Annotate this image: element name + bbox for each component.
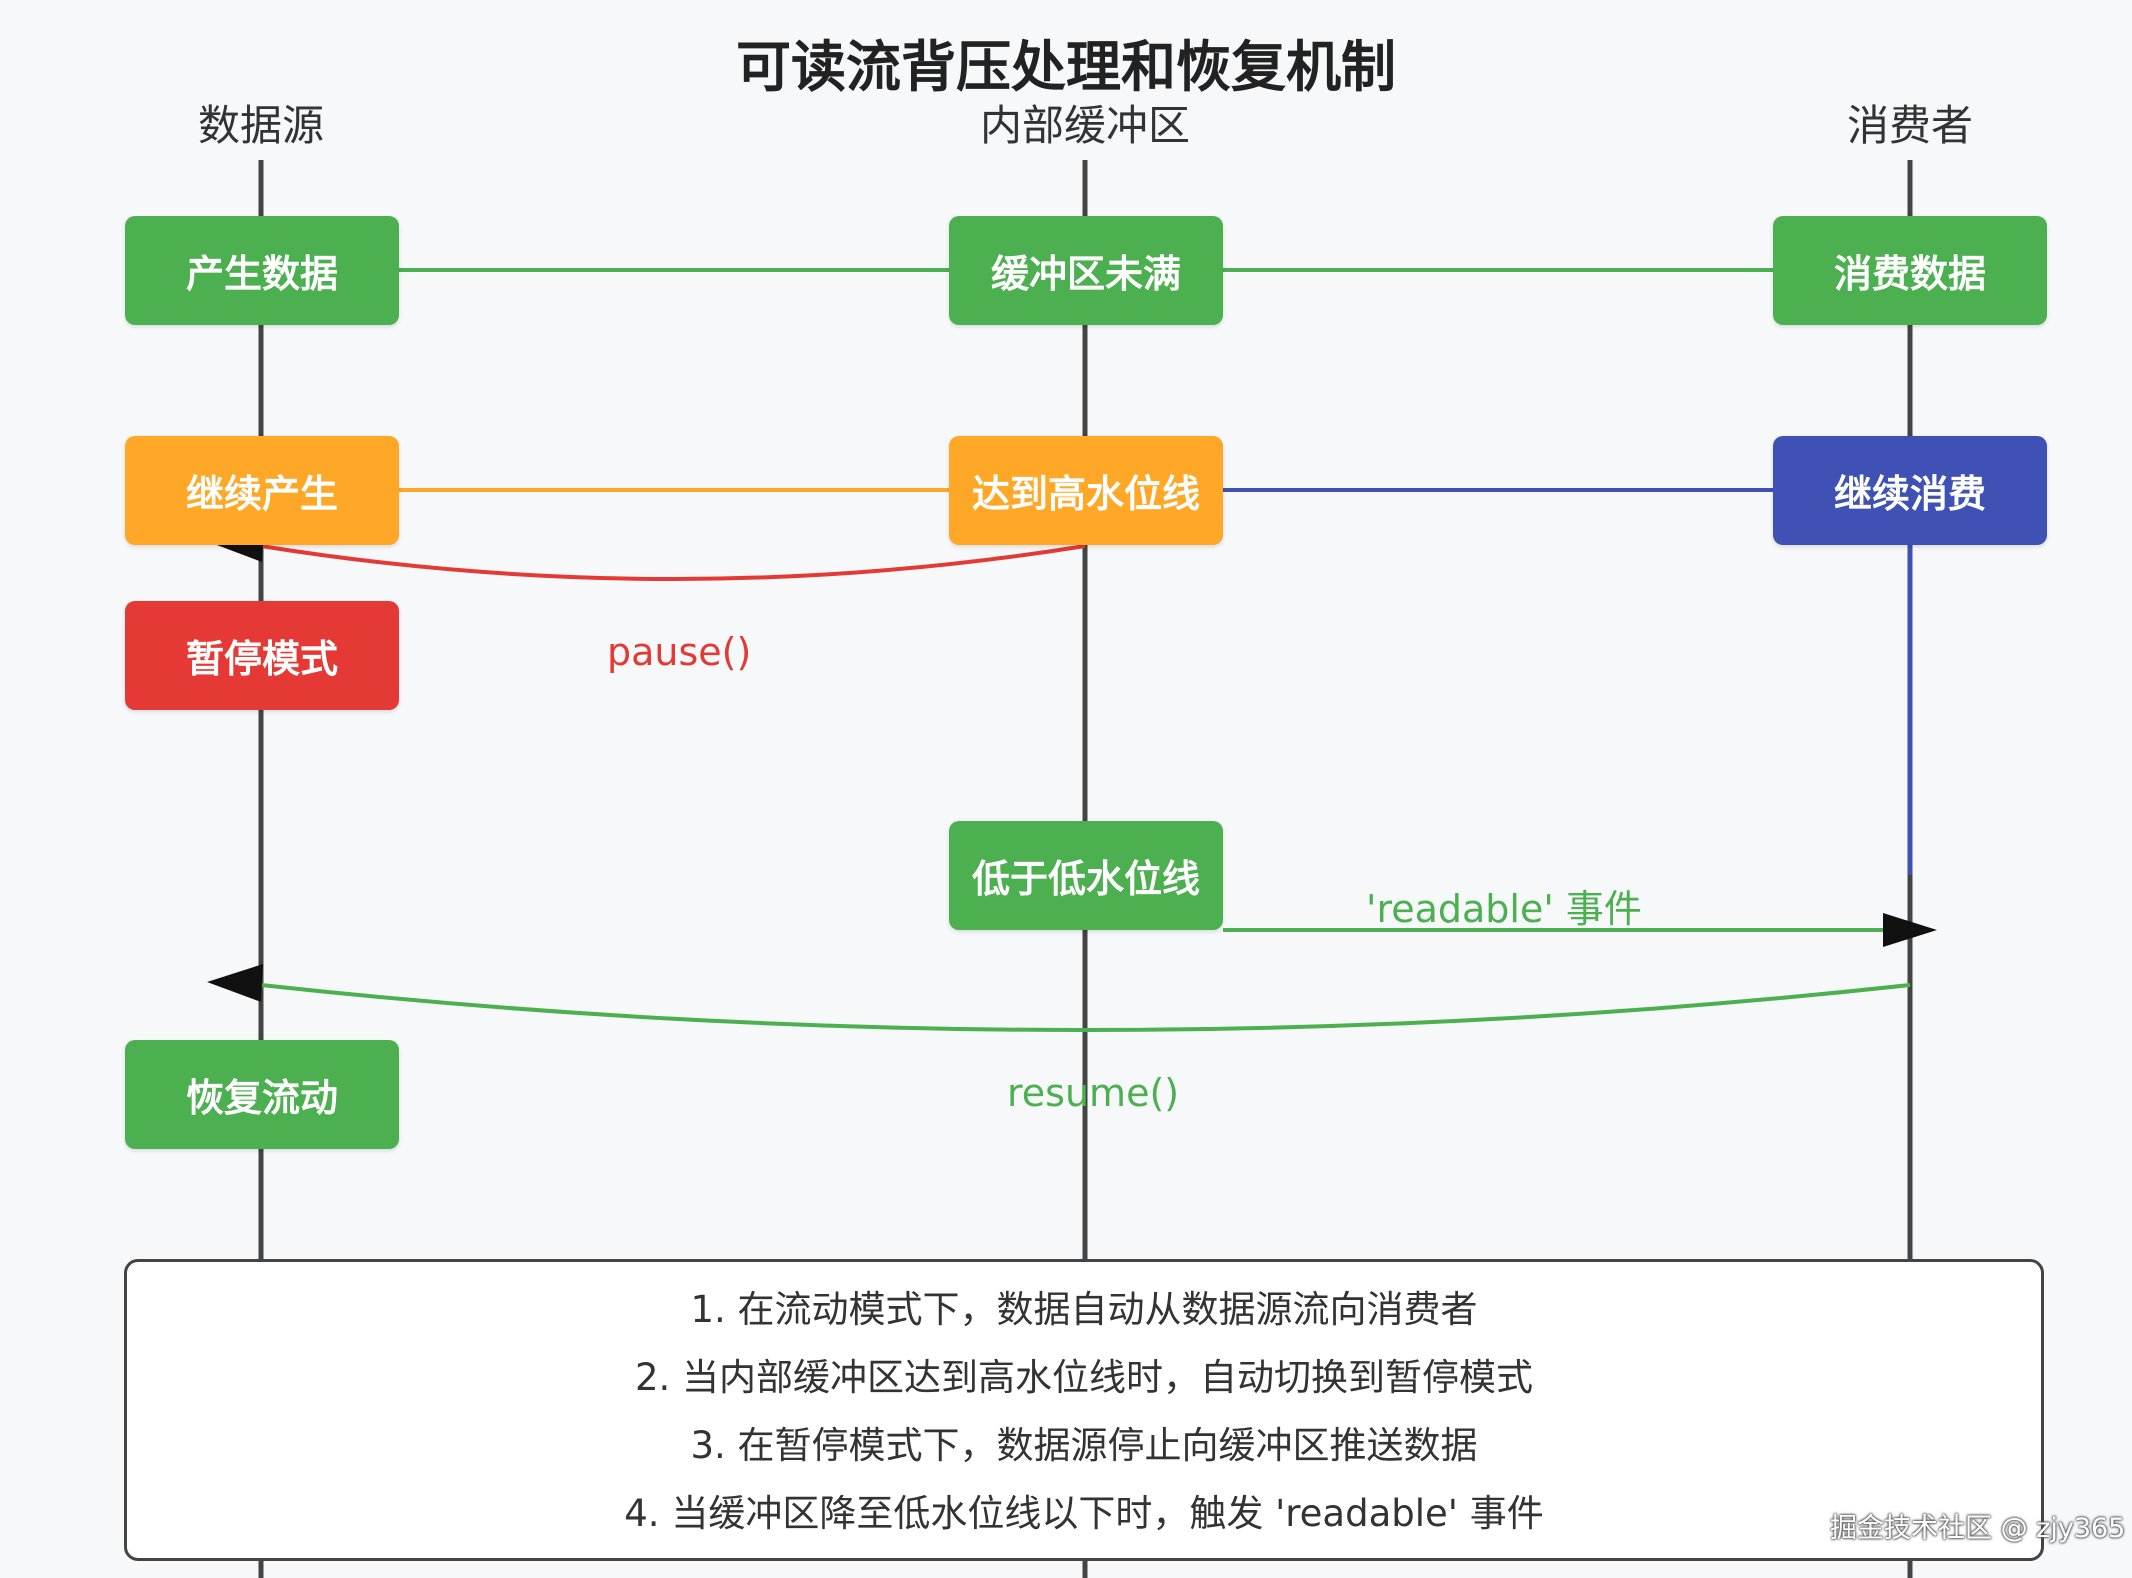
note-line-1: 1. 在流动模式下，数据自动从数据源流向消费者 <box>690 1288 1478 1331</box>
pause-arrow <box>260 544 1086 581</box>
resume-arrowhead <box>207 964 263 1002</box>
resume-arrow <box>260 983 1911 1032</box>
diagram-title: 可读流背压处理和恢复机制 <box>735 35 1396 99</box>
node-buffer-not-full: 缓冲区未满 <box>949 216 1223 325</box>
lane-header-consumer: 消费者 <box>1846 101 1973 150</box>
node-below-low-watermark: 低于低水位线 <box>949 821 1223 930</box>
node-pause-mode: 暂停模式 <box>125 601 399 710</box>
note-line-2: 2. 当内部缓冲区达到高水位线时，自动切换到暂停模式 <box>634 1356 1534 1399</box>
node-continue-produce: 继续产生 <box>125 436 399 545</box>
node-produce-data: 产生数据 <box>125 216 399 325</box>
node-resume-flow: 恢复流动 <box>125 1040 399 1149</box>
lane-header-buffer: 内部缓冲区 <box>979 101 1190 150</box>
node-reach-high-watermark: 达到高水位线 <box>949 436 1223 545</box>
note-line-3: 3. 在暂停模式下，数据源停止向缓冲区推送数据 <box>690 1424 1478 1467</box>
node-continue-consume: 继续消费 <box>1773 436 2047 545</box>
notes-box: 1. 在流动模式下，数据自动从数据源流向消费者 2. 当内部缓冲区达到高水位线时… <box>124 1259 2044 1561</box>
readable-event-label: 'readable' 事件 <box>1366 887 1642 931</box>
pause-label: pause() <box>607 630 752 674</box>
lane-header-source: 数据源 <box>197 101 324 150</box>
resume-label: resume() <box>1007 1071 1180 1115</box>
note-line-4: 4. 当缓冲区降至低水位线以下时，触发 'readable' 事件 <box>624 1492 1544 1535</box>
readable-arrowhead <box>1883 913 1937 947</box>
node-consume-data: 消费数据 <box>1773 216 2047 325</box>
watermark: 掘金技术社区 @ zjy365 <box>1830 1513 2126 1544</box>
